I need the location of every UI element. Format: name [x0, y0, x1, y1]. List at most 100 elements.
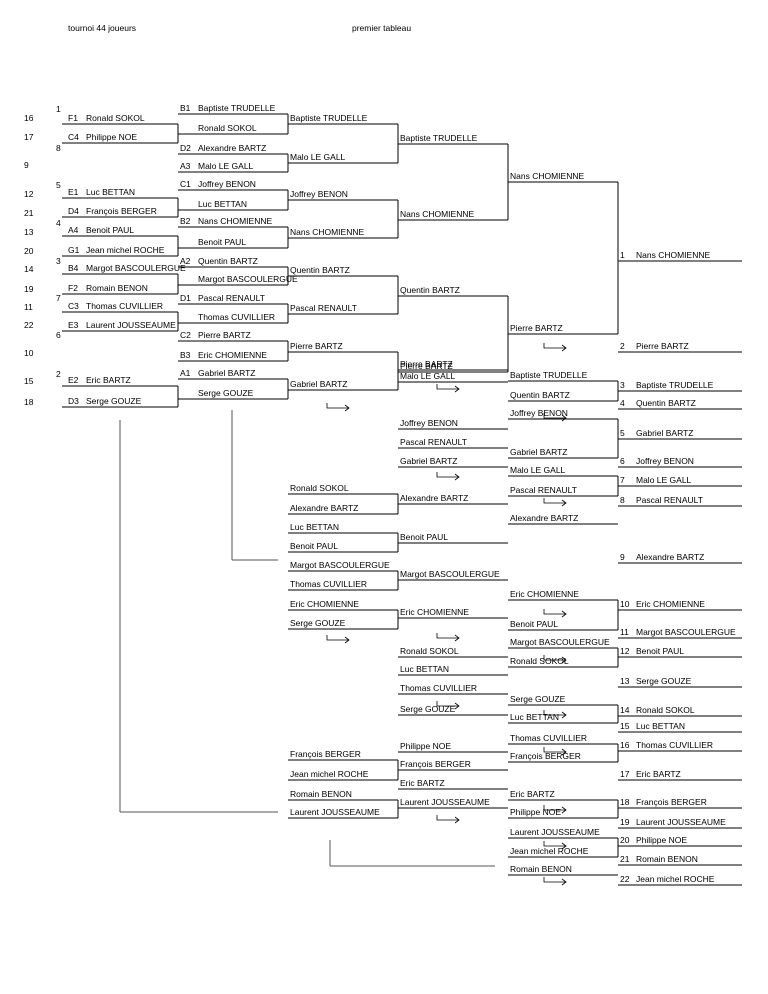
consolation-player-name: Benoit PAUL	[510, 619, 558, 629]
ranking-number: 16	[620, 740, 630, 750]
seed-rank: 3	[56, 256, 61, 266]
round2-player-name: Alexandre BARTZ	[198, 143, 266, 153]
seed-rank: 7	[56, 293, 61, 303]
consolation-player-name: Benoit PAUL	[290, 541, 338, 551]
seed-number: 11	[24, 302, 33, 312]
consolation-player-name: Margot BASCOULERGUE	[290, 560, 390, 570]
round2-player-name: Ronald SOKOL	[198, 123, 257, 133]
seed-number: 9	[24, 160, 29, 170]
ranking-number: 15	[620, 721, 630, 731]
consolation-player-name: Romain BENON	[510, 864, 572, 874]
round3-player-name: Baptiste TRUDELLE	[290, 113, 368, 123]
consolation-player-name: Serge GOUZE	[290, 618, 346, 628]
seed-number: 10	[24, 348, 34, 358]
round2-player-name: Eric CHOMIENNE	[198, 350, 267, 360]
ranking-player-name: Thomas CUVILLIER	[636, 740, 713, 750]
seed-rank: 4	[56, 218, 61, 228]
consolation-player-name: Jean michel ROCHE	[290, 769, 369, 779]
round1-seed-code: F2	[68, 283, 78, 293]
round2-seed-code: C1	[180, 179, 191, 189]
ranking-player-name: Romain BENON	[636, 854, 698, 864]
advance-arrow	[436, 815, 460, 824]
consolation-player-name: Pierre BARTZ	[400, 359, 453, 369]
advance-arrow	[436, 701, 460, 710]
ranking-player-name: Alexandre BARTZ	[636, 552, 704, 562]
consolation-player-name: Luc BETTAN	[290, 522, 339, 532]
seed-number: 13	[24, 227, 34, 237]
ranking-number: 7	[620, 475, 625, 485]
consolation-player-name: Malo LE GALL	[510, 465, 566, 475]
consolation-player-name: Laurent JOUSSEAUME	[290, 807, 380, 817]
round1-seed-code: B4	[68, 263, 79, 273]
ranking-player-name: Joffrey BENON	[636, 456, 694, 466]
advance-arrow	[436, 633, 460, 642]
round2-player-name: Margot BASCOULERGUE	[198, 274, 298, 284]
seed-number: 20	[24, 246, 34, 256]
ranking-player-name: Eric BARTZ	[636, 769, 681, 779]
advance-arrow	[436, 472, 460, 481]
consolation-player-name: Joffrey BENON	[510, 408, 568, 418]
round2-seed-code: C2	[180, 330, 191, 340]
ranking-number: 21	[620, 854, 630, 864]
consolation-player-name: Luc BETTAN	[400, 664, 449, 674]
advance-arrow	[543, 877, 567, 886]
consolation-player-name: Margot BASCOULERGUE	[400, 569, 500, 579]
consolation-player-name: Eric CHOMIENNE	[400, 607, 469, 617]
ranking-player-name: Margot BASCOULERGUE	[636, 627, 736, 637]
ranking-player-name: Pascal RENAULT	[636, 495, 703, 505]
round1-player-name: Philippe NOE	[86, 132, 137, 142]
round4-player-name: Baptiste TRUDELLE	[400, 133, 478, 143]
ranking-number: 4	[620, 398, 625, 408]
advance-arrow	[326, 403, 350, 412]
ranking-number: 8	[620, 495, 625, 505]
ranking-player-name: Philippe NOE	[636, 835, 687, 845]
round2-player-name: Pascal RENAULT	[198, 293, 265, 303]
advance-arrow	[543, 841, 567, 850]
ranking-number: 20	[620, 835, 630, 845]
round2-player-name: Benoit PAUL	[198, 237, 246, 247]
round1-seed-code: E2	[68, 375, 79, 385]
ranking-player-name: Benoit PAUL	[636, 646, 684, 656]
round3-player-name: Pascal RENAULT	[290, 303, 357, 313]
ranking-player-name: Ronald SOKOL	[636, 705, 695, 715]
round2-player-name: Serge GOUZE	[198, 388, 254, 398]
round1-seed-code: C3	[68, 301, 79, 311]
ranking-player-name: Nans CHOMIENNE	[636, 250, 710, 260]
round3-player-name: Joffrey BENON	[290, 189, 348, 199]
round2-seed-code: D1	[180, 293, 191, 303]
consolation-player-name: Thomas CUVILLIER	[400, 683, 477, 693]
round1-seed-code: F1	[68, 113, 78, 123]
ranking-number: 5	[620, 428, 625, 438]
consolation-player-name: Eric CHOMIENNE	[510, 589, 579, 599]
consolation-player-name: Quentin BARTZ	[510, 390, 570, 400]
round2-player-name: Luc BETTAN	[198, 199, 247, 209]
seed-number: 19	[24, 284, 34, 294]
round2-seed-code: D2	[180, 143, 191, 153]
seed-number: 14	[24, 264, 34, 274]
ranking-player-name: Serge GOUZE	[636, 676, 692, 686]
round2-seed-code: A2	[180, 256, 191, 266]
round5-player-name: Nans CHOMIENNE	[510, 171, 584, 181]
round2-seed-code: B1	[180, 103, 191, 113]
round1-seed-code: E3	[68, 320, 79, 330]
round1-player-name: Serge GOUZE	[86, 396, 142, 406]
round3-player-name: Pierre BARTZ	[290, 341, 343, 351]
ranking-number: 18	[620, 797, 630, 807]
round1-seed-code: D3	[68, 396, 79, 406]
seed-rank: 8	[56, 143, 61, 153]
consolation-player-name: Baptiste TRUDELLE	[510, 370, 588, 380]
round1-player-name: Ronald SOKOL	[86, 113, 145, 123]
seed-number: 21	[24, 208, 34, 218]
round4-player-name: Nans CHOMIENNE	[400, 209, 474, 219]
advance-arrow	[326, 635, 350, 644]
consolation-player-name: Thomas CUVILLIER	[290, 579, 367, 589]
advance-arrow	[543, 343, 567, 352]
ranking-number: 22	[620, 874, 630, 884]
consolation-player-name: Serge GOUZE	[510, 694, 566, 704]
consolation-player-name: Ronald SOKOL	[510, 656, 569, 666]
consolation-player-name: Pascal RENAULT	[510, 485, 577, 495]
consolation-player-name: Margot BASCOULERGUE	[510, 637, 610, 647]
round1-player-name: Thomas CUVILLIER	[86, 301, 163, 311]
ranking-player-name: Baptiste TRUDELLE	[636, 380, 714, 390]
ranking-number: 10	[620, 599, 630, 609]
